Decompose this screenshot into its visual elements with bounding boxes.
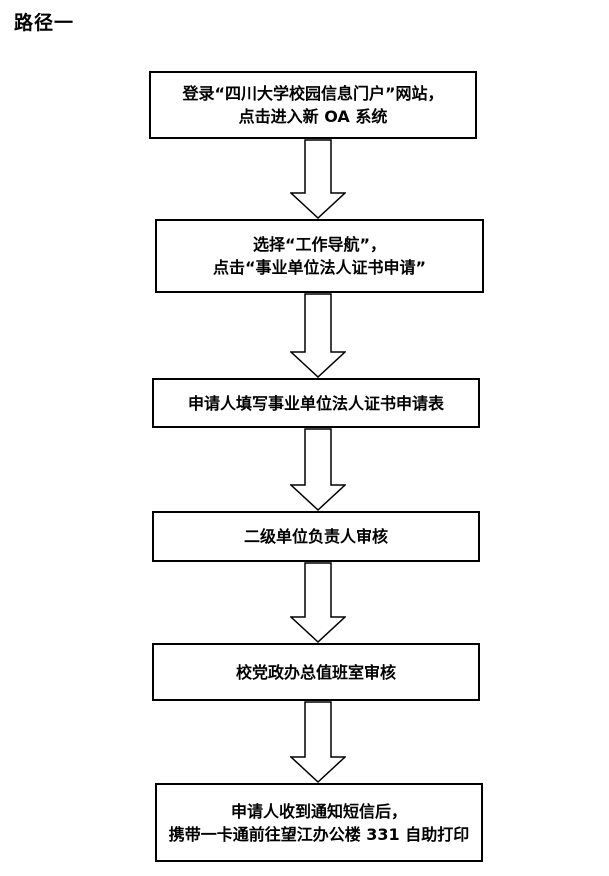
block-arrow-down-icon bbox=[290, 701, 346, 783]
block-arrow-down-icon bbox=[290, 293, 346, 378]
flow-step-select-navigation: 选择“工作导航”， 点击“事业单位法人证书申请” bbox=[155, 219, 484, 293]
flow-step-login-portal: 登录“四川大学校园信息门户”网站， 点击进入新 OA 系统 bbox=[149, 71, 477, 139]
flow-step-text-line: 携带一卡通前往望江办公楼 331 自助打印 bbox=[168, 824, 470, 844]
block-arrow-down-icon bbox=[290, 428, 346, 511]
flow-step-duty-office-review: 校党政办总值班室审核 bbox=[152, 643, 480, 701]
flow-step-text-line: 申请人收到通知短信后， bbox=[230, 801, 407, 821]
flow-step-fill-form: 申请人填写事业单位法人证书申请表 bbox=[152, 378, 480, 428]
flow-step-text-line: 点击进入新 OA 系统 bbox=[238, 107, 388, 126]
flow-step-text-line: 校党政办总值班室审核 bbox=[235, 662, 396, 682]
flow-step-text-line: 点击“事业单位法人证书申请” bbox=[212, 258, 427, 277]
flow-step-text-line: 二级单位负责人审核 bbox=[243, 527, 388, 546]
flow-step-text-line: 登录“四川大学校园信息门户”网站， bbox=[182, 84, 444, 103]
block-arrow-down-icon bbox=[290, 139, 346, 219]
page-title: 路径一 bbox=[14, 12, 75, 34]
block-arrow-down-icon bbox=[290, 562, 346, 643]
flow-step-text-line: 选择“工作导航”， bbox=[252, 235, 387, 254]
flow-step-self-print: 申请人收到通知短信后， 携带一卡通前往望江办公楼 331 自助打印 bbox=[155, 783, 483, 862]
flow-step-unit-leader-review: 二级单位负责人审核 bbox=[152, 511, 480, 562]
flow-step-text-line: 申请人填写事业单位法人证书申请表 bbox=[187, 393, 444, 413]
